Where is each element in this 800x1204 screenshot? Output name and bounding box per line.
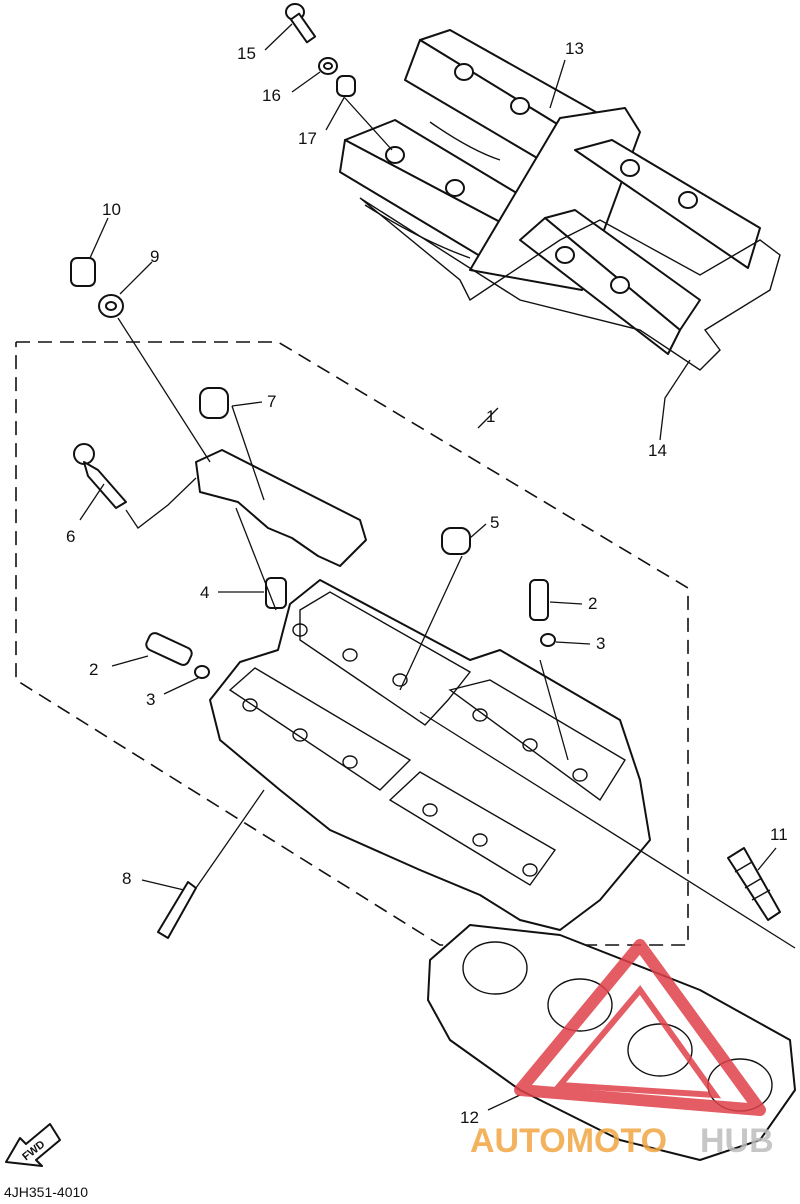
bolt-6 bbox=[73, 443, 127, 509]
callout-17: 17 bbox=[298, 129, 317, 148]
watermark-text-main: AUTOMOTO bbox=[470, 1122, 667, 1160]
logo-triangle-icon bbox=[514, 939, 766, 1116]
dowel-4 bbox=[265, 577, 287, 609]
callout-4: 4 bbox=[200, 583, 209, 602]
callout-5: 5 bbox=[490, 513, 499, 532]
callout-6: 6 bbox=[66, 527, 75, 546]
cover-gasket bbox=[359, 197, 781, 371]
plug-5 bbox=[441, 527, 471, 555]
callout-13: 13 bbox=[565, 39, 584, 58]
clip-left bbox=[194, 665, 210, 679]
dowel-pin-left bbox=[145, 632, 193, 666]
callout-3-right: 3 bbox=[596, 634, 605, 653]
callout-12: 12 bbox=[460, 1108, 479, 1127]
callout-14: 14 bbox=[648, 441, 667, 460]
grommet bbox=[336, 75, 356, 97]
cylinder-head-cover bbox=[339, 29, 761, 355]
cover-bolt bbox=[285, 3, 317, 44]
spark-plug bbox=[727, 847, 781, 921]
callout-2-left: 2 bbox=[89, 660, 98, 679]
callout-9: 9 bbox=[150, 247, 159, 266]
callout-16: 16 bbox=[262, 86, 281, 105]
cylinder-head bbox=[209, 579, 651, 931]
washer-9-hole bbox=[105, 301, 117, 311]
callout-11: 11 bbox=[770, 825, 788, 844]
callout-1: 1 bbox=[486, 407, 495, 426]
diagram-code: 4JH351-4010 bbox=[4, 1184, 89, 1200]
plug-7 bbox=[199, 387, 229, 419]
bolt-10 bbox=[70, 257, 96, 287]
stud-8 bbox=[157, 881, 197, 939]
camshaft-cap bbox=[195, 449, 367, 567]
callout-3-left: 3 bbox=[146, 690, 155, 709]
dowel-pin-right bbox=[529, 579, 549, 621]
callout-7: 7 bbox=[267, 392, 276, 411]
callout-15: 15 bbox=[237, 44, 256, 63]
forward-arrow-icon: FWD bbox=[5, 1123, 61, 1167]
clip-right bbox=[540, 633, 556, 647]
watermark-logo: AUTOMOTO HUB bbox=[470, 939, 774, 1160]
callout-2-right: 2 bbox=[588, 594, 597, 613]
leader-lines bbox=[79, 23, 796, 1111]
callout-10: 10 bbox=[102, 200, 121, 219]
watermark-text-hub: HUB bbox=[700, 1122, 774, 1160]
callout-8: 8 bbox=[122, 869, 131, 888]
washer-hole bbox=[323, 62, 333, 70]
